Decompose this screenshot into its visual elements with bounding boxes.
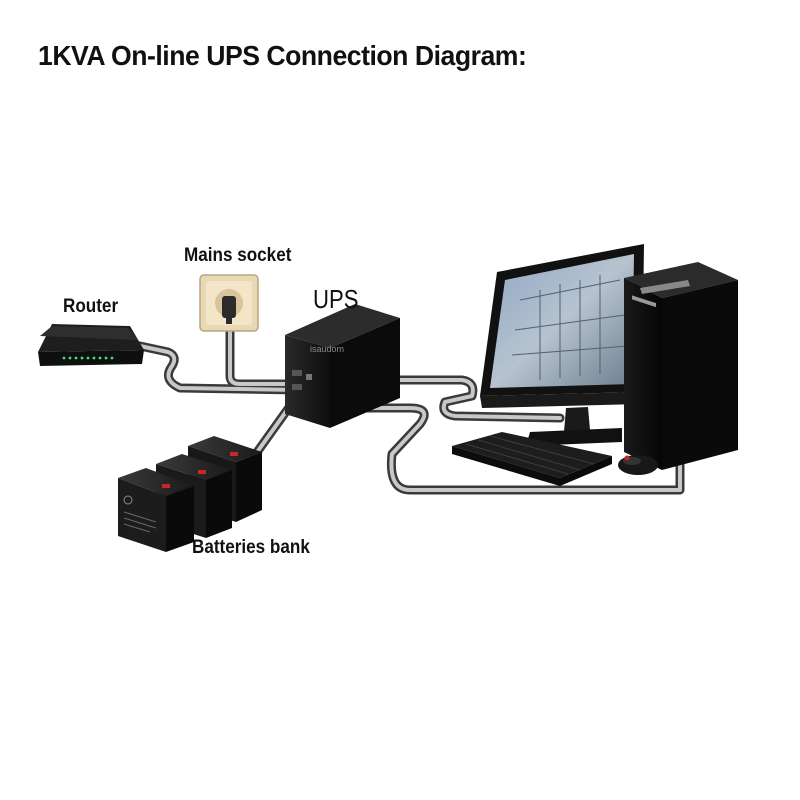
keyboard-icon bbox=[452, 432, 612, 486]
ups-unit-icon: isaudom bbox=[285, 304, 400, 428]
router-label: Router bbox=[63, 296, 119, 317]
mouse-icon bbox=[618, 455, 658, 475]
monitor-icon bbox=[480, 244, 644, 446]
router-icon bbox=[38, 324, 144, 366]
svg-text:isaudom: isaudom bbox=[310, 344, 344, 354]
batteries-bank-label: Batteries bank bbox=[192, 537, 310, 558]
ups-label: UPS bbox=[313, 284, 359, 314]
mains-socket-label: Mains socket bbox=[184, 245, 292, 266]
cables bbox=[135, 315, 685, 495]
mains-socket-icon bbox=[199, 274, 259, 332]
pc-tower-icon bbox=[624, 262, 738, 470]
battery-icon bbox=[118, 468, 194, 552]
page-title: 1KVA On-line UPS Connection Diagram: bbox=[38, 40, 527, 71]
batteries-bank bbox=[118, 436, 262, 552]
